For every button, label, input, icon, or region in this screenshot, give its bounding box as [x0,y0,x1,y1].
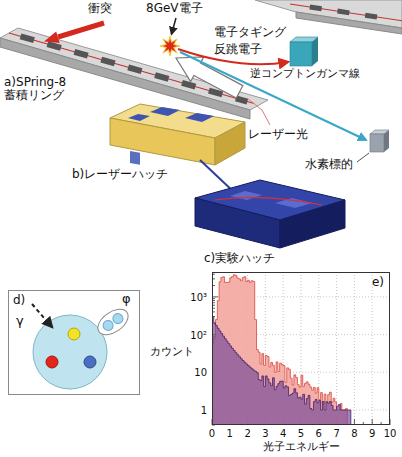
histogram [212,275,356,425]
magnet [337,9,350,16]
x-tick-label: 9 [369,428,375,439]
y-tick-label: 10 [194,367,207,378]
x-tick-label: 1 [227,428,233,439]
phi-ellipse [93,304,132,340]
electron-beam-label: 8GeV電子 [146,2,203,15]
ring-tunnel-top [255,0,402,28]
chart-grid [212,272,390,425]
magnet [127,64,142,74]
untagged-spectrum [212,317,356,425]
panel-label: e) [372,276,384,289]
laser-equipment [128,114,150,121]
y-axis-title: カウント [150,346,194,358]
collision-label: 衝突 [88,2,112,15]
x-tick-label: 3 [262,428,268,439]
recoil-electron-label: 反跳電子 [214,43,262,56]
quark-red [46,356,58,368]
laser-hutch-side [215,122,245,165]
tagger-label: 電子タギング [214,26,286,39]
magnet [20,33,35,43]
phi-meson [93,304,132,340]
beam-path [215,197,322,205]
detector [275,198,312,208]
proton-circle [33,315,107,389]
panel-frame: d) [8,290,140,395]
laser-hutch-label: b)レーザーハッチ [72,168,168,181]
gamma-ray-line [180,52,366,140]
x-tick-label: 2 [244,428,250,439]
ring-tunnel-top [0,28,268,110]
ring-machinery [290,2,402,24]
gamma-ray-label: 逆コンプトンガンマ線 [250,68,360,80]
grid-line [372,272,373,425]
beam-line [290,4,402,21]
grid-line [354,272,355,425]
phi-quark [111,312,125,326]
laser-equipment [150,107,180,116]
x-tick-label: 8 [351,428,357,439]
magnet [181,80,196,90]
laser-light-label: レーザー光 [248,128,308,141]
photon-symbol: γ [16,314,24,328]
target-leader [357,153,369,162]
phi-symbol: φ [122,292,131,306]
quark-yellow [68,328,80,340]
x-tick-label: 0 [209,428,215,439]
x-tick-label: 5 [298,428,304,439]
collision-arrowhead [44,32,60,43]
tagged-spectrum [212,275,356,425]
laser-equipment [185,113,214,122]
magnet [154,72,169,82]
y-tick-label: 10² [190,329,207,340]
experiment-hutch-side [280,200,345,248]
y-tick-label: 10³ [190,291,207,302]
x-axis-title: 光子エネルギー [263,441,340,453]
ring-tunnel-side [0,38,250,119]
laser-light-leader [247,98,270,125]
x-tick-label: 6 [316,428,322,439]
collision-star [160,36,180,56]
ring-tunnel-side [296,12,402,34]
quark-blue [84,356,96,368]
experiment-hutch-label: c)実験ハッチ [204,252,275,265]
magnet [365,13,378,20]
laser-equipment [130,151,140,165]
laser-hutch-front [110,118,215,165]
electron-pointer [172,18,177,34]
panel-label: d) [13,294,25,307]
collision-arrow [58,23,104,37]
magnet [74,49,89,59]
plot-frame: e) [212,272,390,425]
photon-arrow [32,304,52,327]
x-tick-label: 4 [280,428,286,439]
magnet [309,4,322,11]
y-tick-label: 1 [201,404,207,415]
detector [230,191,262,200]
target-label: 水素標的 [305,158,353,171]
tagger-side [312,37,318,66]
target-side [384,130,389,152]
tagger-front [290,42,312,66]
x-tick-label: 10 [384,428,397,439]
target-front [370,134,384,152]
experiment-hutch-front [195,198,280,248]
magnet [100,57,115,67]
ring-label: a)SPring-8 蓄積リング [4,76,78,102]
x-tick-label: 7 [333,428,339,439]
